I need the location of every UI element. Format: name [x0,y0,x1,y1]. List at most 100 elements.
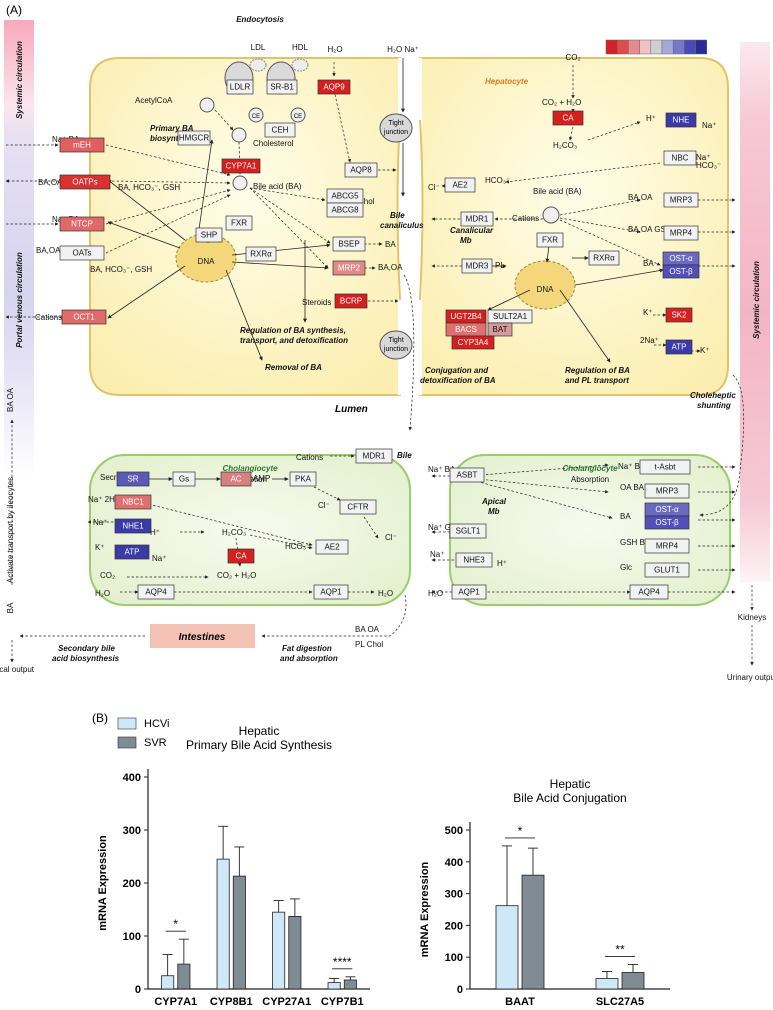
gene-box-cyp7a1: CYP7A1 [221,158,261,174]
cations-left-label: Cations [35,313,62,322]
gene-label: SR [127,475,138,484]
y-tick-label: 300 [445,889,463,901]
na-ba-asbt: Na⁺ BA [428,465,456,474]
pl-chol-bottom: PL Chol [355,640,383,649]
bar-svr-slc27a5 [621,972,645,990]
gene-label: SK2 [671,311,687,320]
ba-hco3-gsh-1: BA, HCO₃⁻, GSH [118,183,180,192]
gene-label: MRP3 [670,196,693,205]
gene-label: MRP4 [670,229,693,238]
gene-box-mdr1: MDR1 [460,211,494,227]
bar-hcvi-cyp7a1 [161,975,175,990]
gene-box-ost-: OST-β [644,515,690,530]
gene-label: UGT2B4 [450,312,482,321]
gene-label: OCT1 [73,313,95,322]
chart-title-line-1: Hepatic [550,777,591,791]
bar-svr-baat [521,874,545,990]
gene-label: CA [235,552,247,561]
gene-label: FXR [542,236,558,245]
gene-label: NBC1 [122,498,144,507]
gene-label: AE2 [324,543,340,552]
bar-svr-cyp8b1 [232,875,246,990]
legend-cell [661,39,674,55]
gene-box-mrp4: MRP4 [663,225,699,241]
portal-label: Portal venous circulation [15,252,24,348]
gene-label: MDR3 [466,262,489,271]
panel-a-label: (A) [6,3,22,17]
regulation-ba-title: Regulation of BA synthesis,transport, an… [240,326,348,345]
tj-top-text-2: junction [383,129,408,136]
gene-box-shp: SHP [195,227,223,243]
gene-box-ca: CA [227,548,255,564]
gene-label: AQP4 [145,588,167,597]
y-tick-label: 400 [123,772,141,784]
bar-hcvi-cyp7b1 [327,982,341,990]
oa-ba-mrp3: OA BA [620,483,645,492]
gene-box-aqp1: AQP1 [451,584,487,600]
gene-box-t-asbt: t-Asbt [639,459,691,475]
cations-mdr1-left: Cations [296,453,323,462]
urinary-label: Urinary output [727,673,773,682]
hco3-label: HCO₃⁻ [485,176,510,185]
k-atp: K⁺ [95,543,105,552]
ldl-label: LDL [251,43,266,52]
h2o-na-label: H₂O Na⁺ [387,45,419,54]
x-tick-label: BAAT [505,996,535,1008]
ba-oa-oatps: BA,OA [38,178,63,187]
cations-right-label: Cations [512,214,539,223]
gene-box-ceh: CEH [264,122,296,138]
gene-label: AE2 [452,181,468,190]
bile-title: Bile [397,451,412,460]
ba-bsep-label: BA [385,240,396,249]
gene-label: MRP3 [656,487,679,496]
cholesterol-label: Cholesterol [253,139,294,148]
legend-cell [605,39,618,55]
gene-box-oct1: OCT1 [61,309,107,325]
gene-label: ABCG5 [331,192,359,201]
legend-svr-label: SVR [144,737,167,749]
cholangiocyte-left-title: Cholangiocyte [222,464,278,473]
gene-box-aqp8: AQP8 [344,162,378,178]
gene-label: NHE3 [463,556,485,565]
hdl-label: HDL [292,43,309,52]
ba-left-low-label: BA [6,602,15,613]
cl-label: Cl⁻ [428,183,440,192]
gene-label: NTCP [71,220,93,229]
co2-h2o-chol: CO₂ + H₂O [217,571,256,580]
glc-glut1: Glc [620,563,632,572]
legend-cell [650,39,663,55]
h2o-aqp1-left: H₂O [378,589,393,598]
na-2hco3-label: Na⁺ 2HCO₃⁻ [88,495,134,504]
na-nhe1: Na⁺ [93,518,107,527]
gene-box-ost-: OST-β [662,264,700,279]
gene-label: SHP [201,231,217,240]
gene-label: NHE [673,116,690,125]
lumen-title: Lumen [335,404,368,415]
gene-label: LDLR [230,83,251,92]
na-atp-chol: Na⁺ [152,554,166,563]
gene-box-aqp9: AQP9 [317,79,351,95]
chart-title-line-2: Primary Bile Acid Synthesis [186,738,332,752]
y-tick-label: 500 [445,825,463,837]
ce-left: CE [252,114,260,120]
h2co3-label: H₂CO₃ [553,141,577,150]
removal-ba-title: Removal of BA [265,363,322,372]
na-plus-nbc: Na⁺ [696,153,710,162]
absorption-title: Absorption [571,475,609,484]
panel-b-legend: HCVi SVR [117,717,169,749]
significance-marker: * [173,917,178,931]
ce-right: CE [294,114,302,120]
legend-cell [695,39,708,55]
h2o-top-label: H₂O [327,45,342,54]
gene-box-abcg5: ABCG5 [326,188,364,204]
y-axis-label: mRNA Expression [97,835,109,931]
cholangiocyte-left [89,454,411,606]
gene-box-nhe: NHE [665,112,697,128]
gene-label: SULT2A1 [493,312,528,321]
gene-label: RXRα [593,254,615,263]
gene-label: CYP3A4 [458,338,489,347]
